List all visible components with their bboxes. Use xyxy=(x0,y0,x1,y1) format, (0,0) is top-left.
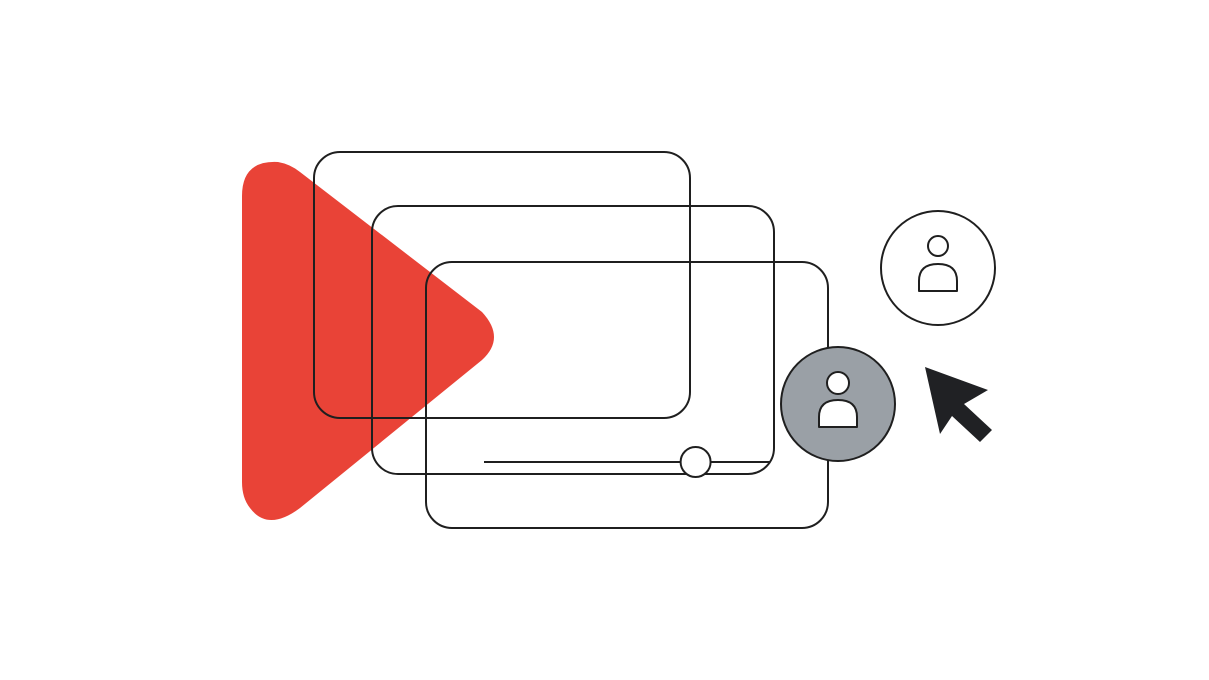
video-card-middle xyxy=(371,205,775,475)
user-avatar-active[interactable] xyxy=(780,346,896,462)
play-triangle-icon xyxy=(242,161,494,520)
video-card-front[interactable] xyxy=(425,261,829,529)
person-icon xyxy=(818,371,858,428)
mouse-pointer-icon xyxy=(925,367,992,442)
progress-slider[interactable] xyxy=(484,446,770,478)
user-avatar-inactive[interactable] xyxy=(880,210,996,326)
video-card-back xyxy=(313,151,691,419)
person-icon xyxy=(918,235,958,292)
progress-thumb[interactable] xyxy=(679,446,712,478)
